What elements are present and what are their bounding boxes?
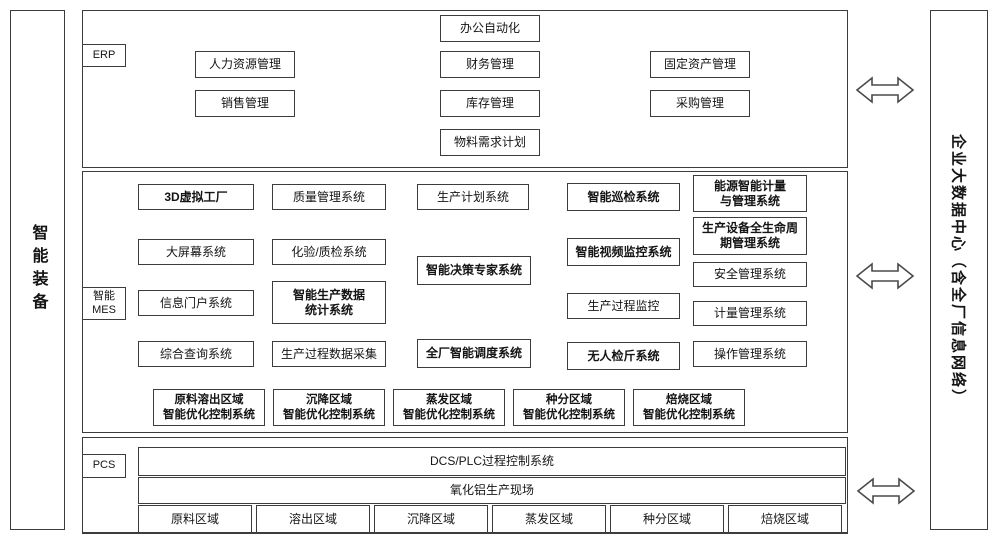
erp-node: 办公自动化 [440, 15, 540, 42]
area-node: 焙烧区域 [728, 505, 842, 533]
mes-node: 智能决策专家系统 [417, 256, 531, 285]
smart-equipment-panel: 智能装备 [10, 10, 65, 530]
mes-node: 操作管理系统 [693, 341, 807, 367]
area-node: 种分区域 [610, 505, 724, 533]
dcs-plc-node: DCS/PLC过程控制系统 [138, 447, 846, 476]
region-node: 原料溶出区域 智能优化控制系统 [153, 389, 265, 426]
mes-node: 3D虚拟工厂 [138, 184, 254, 210]
mes-node: 综合查询系统 [138, 341, 254, 367]
mes-node: 智能生产数据 统计系统 [272, 281, 386, 324]
pcs-layer-tag: PCS [82, 454, 126, 478]
mes-node: 安全管理系统 [693, 262, 807, 287]
big-data-center-label: 企业大数据中心（含全厂信息网络） [949, 133, 967, 407]
big-data-center-label-wrap: 企业大数据中心（含全厂信息网络） [931, 11, 987, 529]
mes-node: 信息门户系统 [138, 290, 254, 316]
mes-node: 智能巡检系统 [567, 183, 680, 211]
smart-equipment-label: 智能装备 [29, 224, 47, 316]
region-node: 沉降区域 智能优化控制系统 [273, 389, 385, 426]
erp-node: 库存管理 [440, 90, 540, 117]
mes-node: 化验/质检系统 [272, 239, 386, 265]
erp-node: 物料需求计划 [440, 129, 540, 156]
big-data-center-panel: 企业大数据中心（含全厂信息网络） [930, 10, 988, 530]
mes-node: 生产过程数据采集 [272, 341, 386, 367]
mes-layer-tag: 智能 MES [82, 287, 126, 320]
mes-node: 生产设备全生命周 期管理系统 [693, 217, 807, 255]
mes-node: 能源智能计量 与管理系统 [693, 175, 807, 212]
erp-node: 销售管理 [195, 90, 295, 117]
mes-node: 质量管理系统 [272, 184, 386, 210]
erp-node: 固定资产管理 [650, 51, 750, 78]
area-node: 原料区域 [138, 505, 252, 533]
region-node: 蒸发区域 智能优化控制系统 [393, 389, 505, 426]
double-arrow-icon [856, 477, 916, 505]
mes-node: 计量管理系统 [693, 301, 807, 326]
mes-node: 无人检斤系统 [567, 342, 680, 370]
mes-node: 大屏幕系统 [138, 239, 254, 265]
production-site-node: 氧化铝生产现场 [138, 477, 846, 504]
double-arrow-icon [855, 76, 915, 104]
erp-node: 财务管理 [440, 51, 540, 78]
mes-node: 智能视频监控系统 [567, 238, 680, 266]
erp-node: 采购管理 [650, 90, 750, 117]
mes-node: 全厂智能调度系统 [417, 339, 531, 368]
region-node: 焙烧区域 智能优化控制系统 [633, 389, 745, 426]
erp-layer-tag: ERP [82, 44, 126, 67]
mes-node: 生产计划系统 [417, 184, 529, 210]
double-arrow-icon [855, 262, 915, 290]
area-node: 沉降区域 [374, 505, 488, 533]
erp-node: 人力资源管理 [195, 51, 295, 78]
area-node: 溶出区域 [256, 505, 370, 533]
area-node: 蒸发区域 [492, 505, 606, 533]
mes-node: 生产过程监控 [567, 293, 680, 319]
region-node: 种分区域 智能优化控制系统 [513, 389, 625, 426]
